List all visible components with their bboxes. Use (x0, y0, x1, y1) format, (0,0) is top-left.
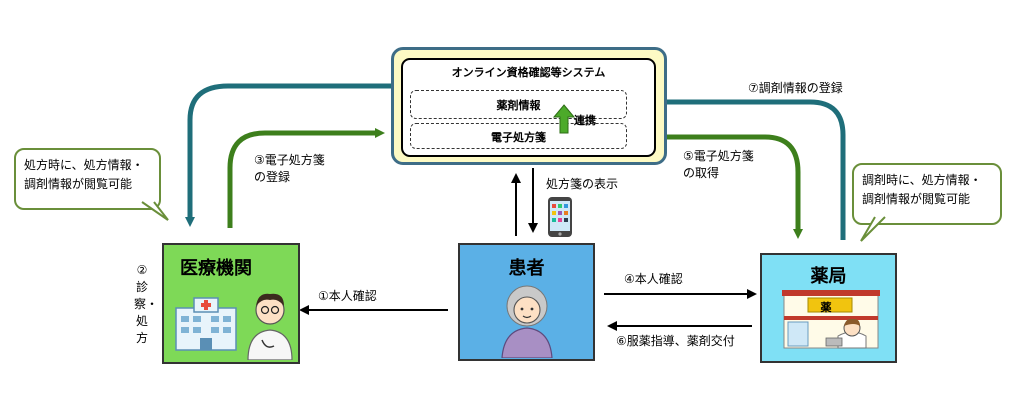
pharmacy-bubble-tail (860, 216, 886, 242)
eprescription-label: 電子処方箋 (491, 131, 546, 144)
display-label: 処方箋の表示 (546, 177, 619, 191)
smartphone-icon (548, 197, 572, 237)
up-arrow-icon (553, 104, 575, 134)
eprescription-box: 電子処方箋 (410, 123, 627, 149)
system-title: オンライン資格確認等システム (451, 66, 606, 79)
hospital-bubble-tail (141, 201, 169, 221)
step-3-label: ③電子処方箋 の登録 (254, 153, 325, 184)
arrow-system-to-hospital (185, 83, 392, 227)
step-1-label: ①本人確認 (318, 289, 377, 303)
step-4-label: ④本人確認 (624, 272, 683, 286)
system-inner-box (401, 58, 656, 157)
link-label: 連携 (574, 114, 596, 127)
step-2-label: ②診察・処方 (134, 263, 159, 345)
medicine-info-box: 薬剤情報 (410, 90, 627, 119)
pharmacy-sign: 薬 (820, 301, 832, 314)
step-7-label: ⑦調剤情報の登録 (748, 81, 843, 95)
step-6-label: ⑥服薬指導、薬剤交付 (616, 334, 735, 348)
patient-elderly-woman-icon (501, 285, 553, 358)
arrow-pharmacy-to-system (635, 97, 846, 240)
pharmacy-note-bubble: 調剤時に、処方情報・ 調剤情報が閲覧可能 (852, 163, 1002, 225)
arrow-hospital-to-system (227, 128, 385, 228)
hospital-building-icon (175, 297, 237, 351)
doctor-icon (247, 293, 293, 360)
patient-title: 患者 (508, 258, 545, 279)
pharmacy-store-icon (782, 290, 880, 349)
hospital-note-bubble: 処方時に、処方情報・ 調剤情報が閲覧可能 (14, 148, 161, 210)
arrow-system-to-pharmacy (648, 134, 803, 239)
pharmacy-title: 薬局 (810, 266, 847, 287)
step-5-label: ⑤電子処方箋 の取得 (683, 149, 754, 180)
medicine-info-label: 薬剤情報 (496, 99, 541, 112)
hospital-title: 医療機関 (180, 258, 252, 279)
